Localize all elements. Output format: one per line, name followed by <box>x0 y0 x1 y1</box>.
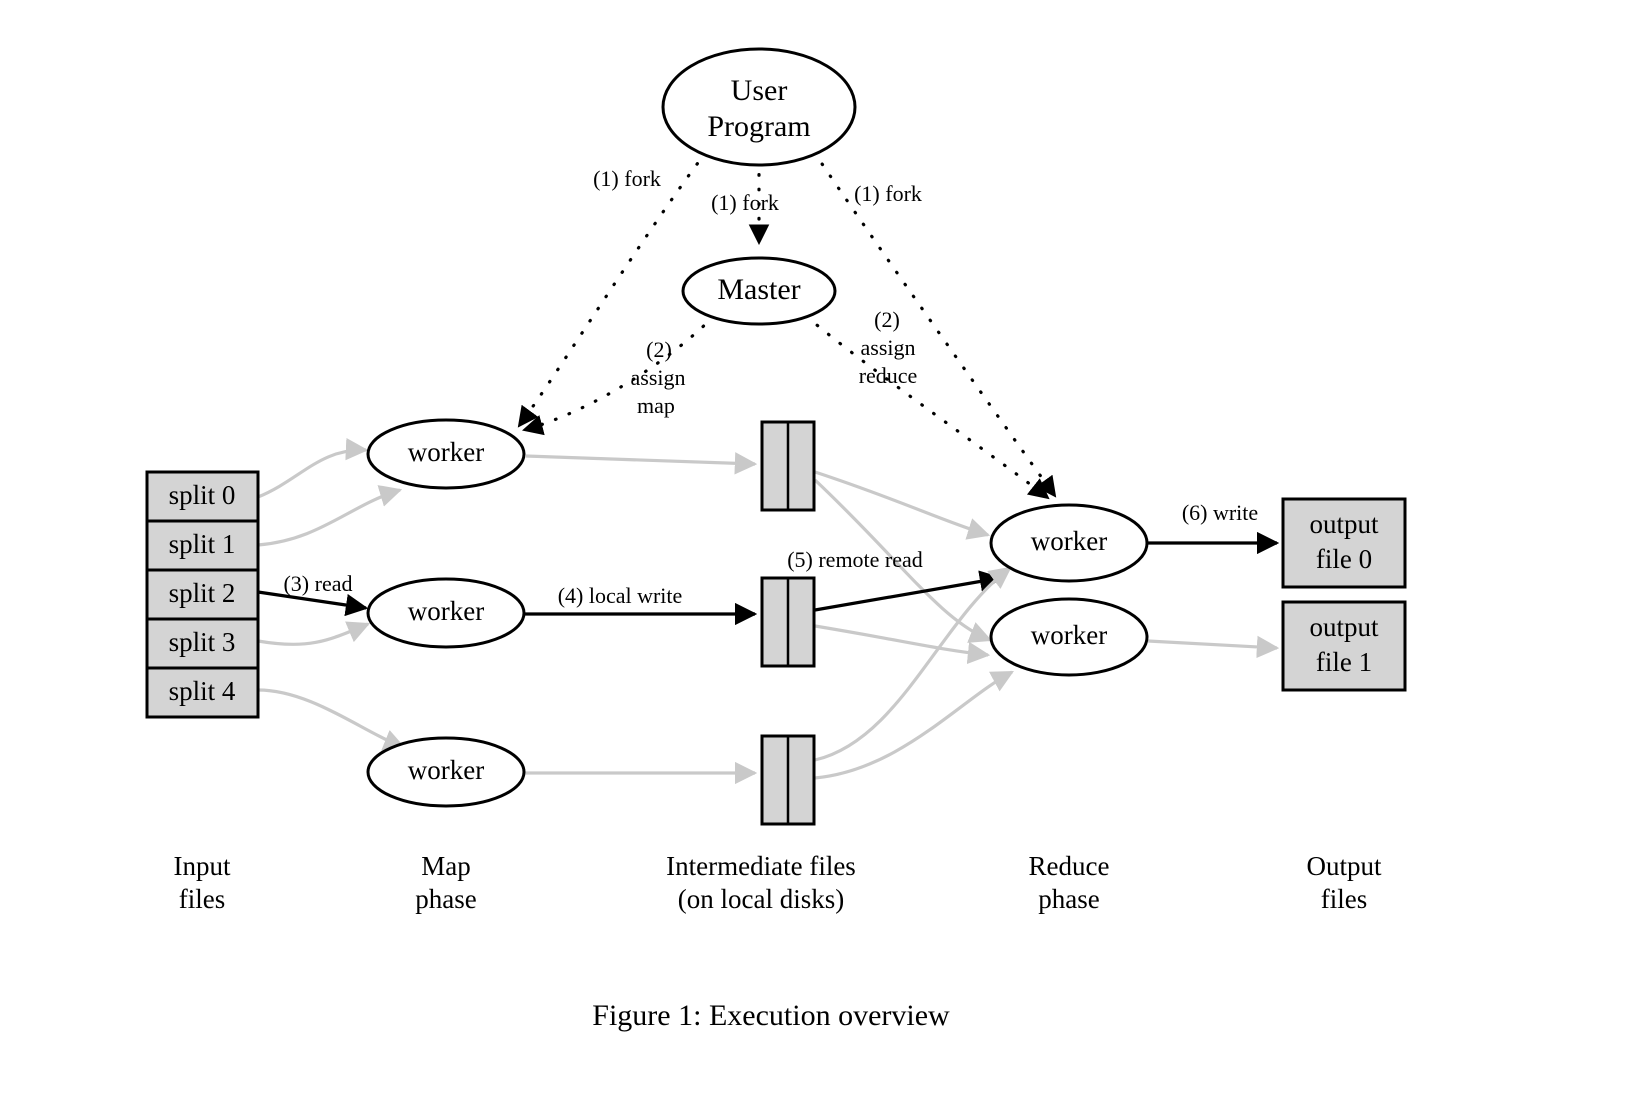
input-split-box-0[interactable] <box>145 470 260 523</box>
column-label-map-line2: phase <box>415 884 476 914</box>
assign-map-edge <box>521 314 716 436</box>
fork-edge-left <box>517 150 708 428</box>
edge-label-fork-center: (1) fork <box>711 190 779 215</box>
column-label-output-line2: files <box>1321 884 1368 914</box>
fork-edges-group <box>517 150 1057 498</box>
master-ellipse[interactable] <box>681 256 837 326</box>
input-split-label-4: split 4 <box>169 676 236 706</box>
input-split-label-2: split 2 <box>169 578 236 608</box>
user-program-node[interactable]: User Program <box>661 47 857 167</box>
map-worker-ellipse-0[interactable] <box>366 418 526 490</box>
edge-interfile0-rworker1 <box>813 478 993 643</box>
edge-label-remote-read: (5) remote read <box>787 547 923 572</box>
assign-edges-group <box>521 314 1050 500</box>
reduce-worker-label-1: worker <box>1031 620 1107 650</box>
map-worker-label-1: worker <box>408 596 484 626</box>
reduce-worker-0[interactable]: worker <box>989 503 1149 583</box>
input-split-label-1: split 1 <box>169 529 236 559</box>
master-label: Master <box>717 273 800 306</box>
edge-split4-worker2 <box>257 688 407 751</box>
map-worker-0[interactable]: worker <box>366 418 526 490</box>
reduce-worker-ellipse-1[interactable] <box>989 597 1149 677</box>
map-worker-label-0: worker <box>408 437 484 467</box>
edge-read-split2-worker1 <box>257 590 369 617</box>
assign-reduce-edge <box>804 314 1050 500</box>
reduce-to-output-edges-group <box>1146 531 1280 659</box>
column-label-intermediate-line1: Intermediate files <box>666 851 856 881</box>
edge-interfile0-rworker0 <box>814 470 991 540</box>
edge-label-assign-map-line2: assign <box>631 365 686 390</box>
intermediate-file-2[interactable] <box>760 734 816 826</box>
reduce-worker-ellipse-0[interactable] <box>989 503 1149 583</box>
user-program-label-line2: Program <box>707 110 810 143</box>
column-label-input-line2: files <box>179 884 226 914</box>
output-file-box-1[interactable] <box>1281 600 1407 692</box>
edge-split1-worker0 <box>257 485 403 547</box>
edge-rworker1-outfile1 <box>1147 635 1280 659</box>
input-split-box-4[interactable] <box>145 666 260 719</box>
edge-worker0-interfile0 <box>525 452 758 475</box>
output-file-label-0-line2: file 0 <box>1316 544 1372 574</box>
reduce-workers-group: worker worker <box>989 503 1149 677</box>
edge-label-fork-left: (1) fork <box>593 166 661 191</box>
figure-caption: Figure 1: Execution overview <box>592 999 950 1032</box>
input-split-label-3: split 3 <box>169 627 236 657</box>
edge-split0-worker0 <box>257 437 369 499</box>
reduce-worker-1[interactable]: worker <box>989 597 1149 677</box>
output-file-label-0-line1: output <box>1309 509 1379 539</box>
map-worker-label-2: worker <box>408 755 484 785</box>
map-worker-ellipse-1[interactable] <box>366 577 526 649</box>
edge-label-assign-map-line3: map <box>637 393 675 418</box>
edge-interfile2-rworker0 <box>814 566 1012 762</box>
user-program-ellipse[interactable] <box>661 47 857 167</box>
output-file-label-1-line1: output <box>1309 612 1379 642</box>
edge-interfile1-rworker1 <box>814 624 991 665</box>
edge-label-fork-right: (1) fork <box>854 181 922 206</box>
edge-label-write: (6) write <box>1182 500 1258 525</box>
intermediate-to-reduce-edges-group <box>813 470 1014 780</box>
output-file-box-0[interactable] <box>1281 497 1407 589</box>
column-label-reduce-line1: Reduce <box>1029 851 1110 881</box>
column-label-intermediate-line2: (on local disks) <box>678 884 844 914</box>
edge-remoteread-interfile1-rworker0 <box>814 570 1003 612</box>
edge-label-assign-map-line1: (2) <box>646 337 672 362</box>
input-split-box-2[interactable] <box>145 568 260 621</box>
column-label-output-line1: Output <box>1306 851 1382 881</box>
intermediate-file-1[interactable] <box>760 576 816 668</box>
column-label-reduce-line2: phase <box>1038 884 1099 914</box>
edge-label-assign-reduce-line1: (2) <box>874 307 900 332</box>
edge-labels-group: (1) fork (1) fork (1) fork (2) assign ma… <box>283 166 1258 608</box>
map-worker-ellipse-2[interactable] <box>366 736 526 808</box>
master-node[interactable]: Master <box>681 256 837 326</box>
column-label-map-line1: Map <box>421 851 471 881</box>
edge-label-local-write: (4) local write <box>558 583 683 608</box>
column-labels-group: Input files Map phase Intermediate files… <box>174 851 1382 914</box>
edge-label-read: (3) read <box>283 571 352 596</box>
map-worker-2[interactable]: worker <box>366 736 526 808</box>
edge-split3-worker1 <box>257 621 371 646</box>
input-split-label-0: split 0 <box>169 480 236 510</box>
edge-label-assign-reduce-line3: reduce <box>859 363 918 388</box>
edge-interfile2-rworker1 <box>814 670 1014 780</box>
map-to-intermediate-edges-group <box>524 452 758 785</box>
map-workers-group: worker worker worker <box>366 418 526 808</box>
reduce-worker-label-0: worker <box>1031 526 1107 556</box>
edge-label-assign-reduce-line2: assign <box>861 335 916 360</box>
intermediate-file-0[interactable] <box>760 420 816 512</box>
intermediate-files-group <box>760 420 816 826</box>
input-splits-group: split 0 split 1 split 2 split 3 split 4 <box>145 470 260 719</box>
output-file-label-1-line2: file 1 <box>1316 647 1372 677</box>
fork-edge-right <box>812 150 1057 498</box>
user-program-label-line1: User <box>731 74 788 107</box>
map-worker-1[interactable]: worker <box>366 577 526 649</box>
column-label-input-line1: Input <box>174 851 231 881</box>
input-to-map-edges-group <box>257 437 407 751</box>
output-files-group: output file 0 output file 1 <box>1281 497 1407 692</box>
